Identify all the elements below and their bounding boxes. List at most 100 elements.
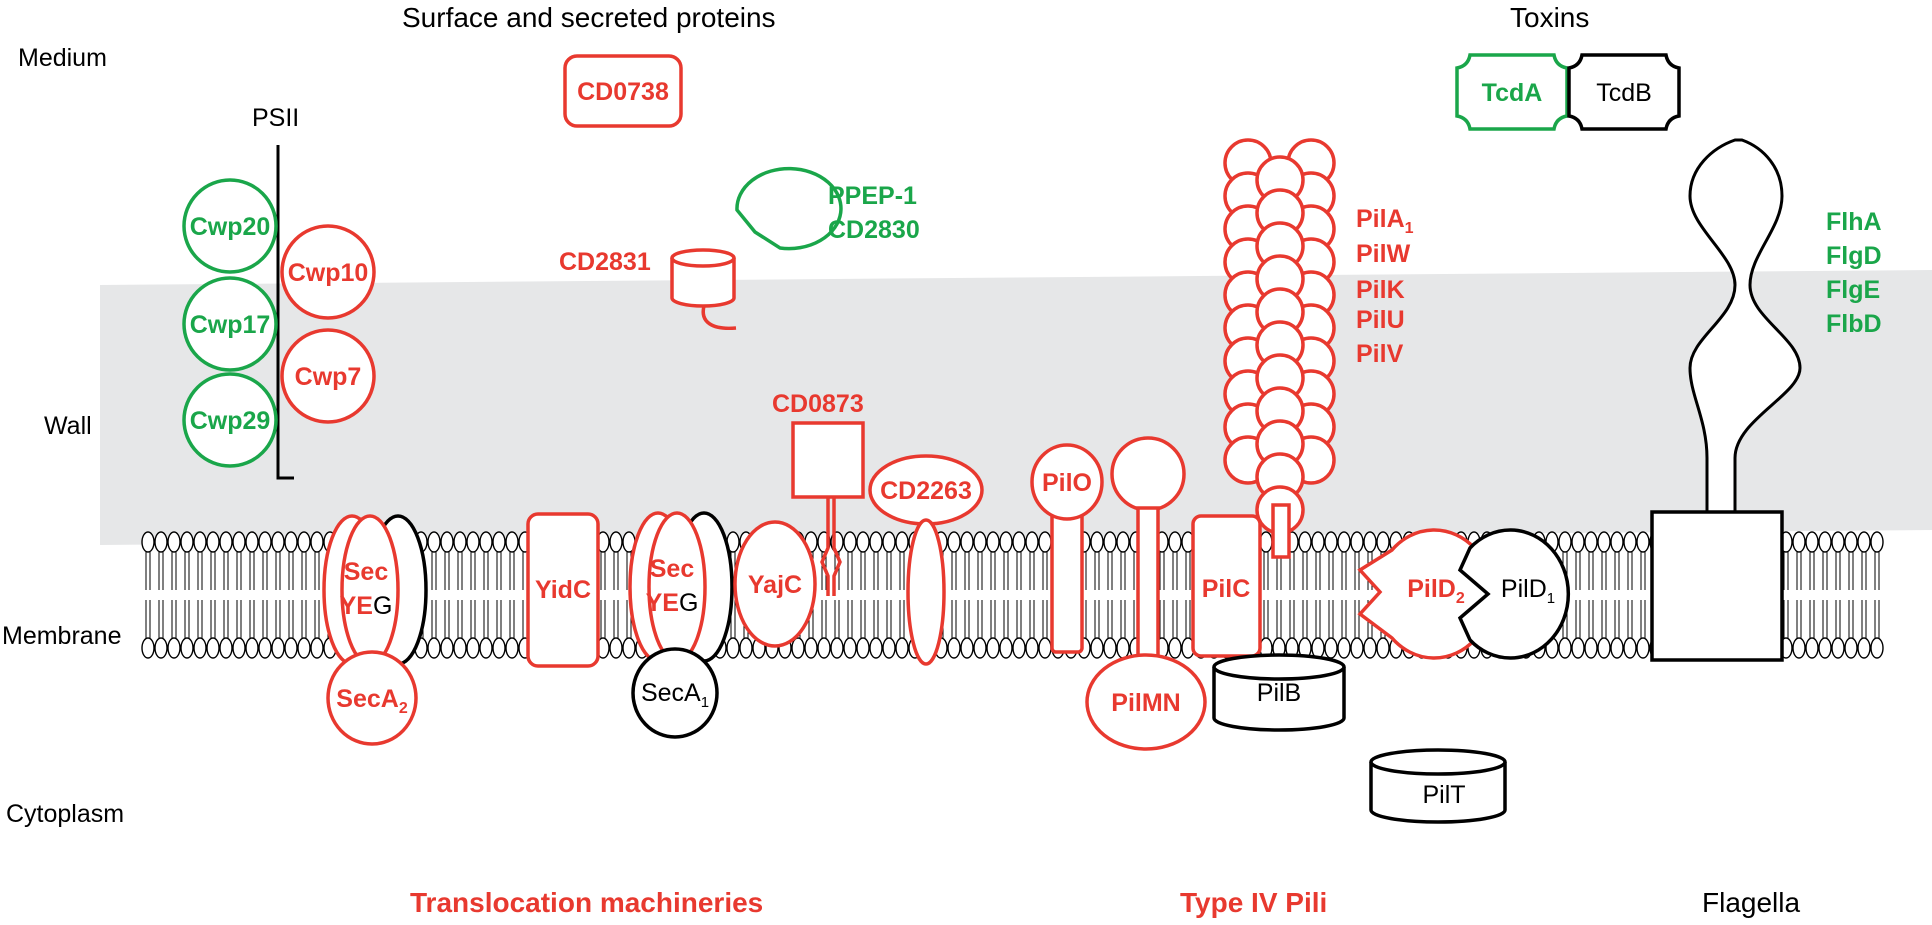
lipid-head [947, 531, 961, 553]
lipid-tail [431, 600, 437, 638]
lipid-tail [1575, 600, 1581, 638]
lipid-head [869, 637, 883, 659]
lipid-head [258, 531, 272, 553]
lipid-head [167, 637, 181, 659]
lipid-head [1857, 531, 1871, 553]
svg-text:Cwp20: Cwp20 [190, 213, 271, 241]
pilin-stack [1223, 138, 1336, 535]
lipid-head [856, 531, 870, 553]
lipid-tail [1172, 552, 1178, 590]
lipid-head [258, 637, 272, 659]
lipid-tail [1159, 600, 1165, 638]
lipid-tail [613, 552, 619, 590]
cd0738: CD0738 [563, 54, 683, 128]
pilD1: PilD1 [1457, 528, 1570, 660]
flbd-label: FlbD [1826, 310, 1882, 338]
lipid-head [180, 637, 194, 659]
svg-text:PilB: PilB [1257, 679, 1301, 707]
region-wall: Wall [44, 412, 92, 440]
lipid-head [466, 531, 480, 553]
lipid-tail [847, 600, 853, 638]
lipid-tail [600, 600, 606, 638]
lipid-head [1090, 637, 1104, 659]
lipid-head [622, 637, 636, 659]
lipid-tail [184, 552, 190, 590]
lipid-tail [158, 552, 164, 590]
lipid-tail [1042, 552, 1048, 590]
ppep-1 [735, 166, 843, 251]
lipid-head [856, 637, 870, 659]
lipid-tail [1783, 552, 1789, 590]
lipid-head [1025, 637, 1039, 659]
lipid-tail [1588, 552, 1594, 590]
lipid-head [141, 531, 155, 553]
lipid-tail [1796, 552, 1802, 590]
lipid-tail [899, 552, 905, 590]
lipid-tail [1861, 600, 1867, 638]
svg-text:Cwp17: Cwp17 [190, 311, 271, 339]
lipid-tail [1640, 552, 1646, 590]
lipid-head [271, 531, 285, 553]
psii-label: PSII [252, 104, 299, 132]
lipid-head [882, 531, 896, 553]
svg-text:TcdB: TcdB [1596, 79, 1652, 107]
lipid-tail [847, 552, 853, 590]
lipid-tail [184, 600, 190, 638]
psii-anchor-line [276, 145, 294, 480]
flagellum-hook [1688, 138, 1802, 514]
pilD2: PilD2 [1357, 528, 1494, 660]
lipid-head [609, 531, 623, 553]
lipid-head [1038, 531, 1052, 553]
lipid-head [453, 637, 467, 659]
tcda: TcdA [1455, 53, 1569, 131]
lipid-tail [249, 552, 255, 590]
lipid-tail [197, 600, 203, 638]
lipid-tail [1588, 600, 1594, 638]
lipid-head [1597, 531, 1611, 553]
lipid-tail [873, 600, 879, 638]
lipid-head [1831, 531, 1845, 553]
lipid-head [1831, 637, 1845, 659]
lipid-tail [1289, 600, 1295, 638]
lipid-head [986, 637, 1000, 659]
svg-text:PilO: PilO [1042, 469, 1092, 497]
lipid-head [1259, 531, 1273, 553]
lipid-tail [1835, 552, 1841, 590]
svg-text:TcdA: TcdA [1482, 79, 1543, 107]
lipid-tail [1302, 552, 1308, 590]
lipid-head [154, 637, 168, 659]
pilO: PilO [1030, 443, 1104, 654]
lipid-head [492, 637, 506, 659]
lipid-tail [834, 600, 840, 638]
lipid-tail [1809, 600, 1815, 638]
pilU-label: PilU [1356, 306, 1405, 334]
lipid-tail [1159, 552, 1165, 590]
lipid-tail [951, 600, 957, 638]
lipid-head [804, 637, 818, 659]
ppep1-label: PPEP-1 [828, 182, 917, 210]
lipid-tail [1809, 552, 1815, 590]
lipid-head [141, 637, 155, 659]
lipid-tail [1783, 600, 1789, 638]
lipid-head [1818, 637, 1832, 659]
pilA1-label: PilA1 [1356, 205, 1414, 237]
lipid-tail [145, 600, 151, 638]
lipid-head [1792, 531, 1806, 553]
heading-translocation: Translocation machineries [410, 887, 763, 918]
lipid-tail [1874, 552, 1880, 590]
lipid-head [1610, 637, 1624, 659]
cwp20: Cwp20 [182, 178, 278, 274]
lipid-head [960, 531, 974, 553]
lipid-head [1337, 637, 1351, 659]
lipid-head [1038, 637, 1052, 659]
cwp17: Cwp17 [182, 276, 278, 372]
lipid-tail [470, 600, 476, 638]
svg-text:Cwp7: Cwp7 [295, 363, 362, 391]
lipid-tail [1185, 552, 1191, 590]
lipid-tail [1640, 600, 1646, 638]
lipid-tail [860, 552, 866, 590]
lipid-head [1805, 637, 1819, 659]
lipid-tail [1172, 600, 1178, 638]
lipid-tail [145, 552, 151, 590]
lipid-tail [249, 600, 255, 638]
